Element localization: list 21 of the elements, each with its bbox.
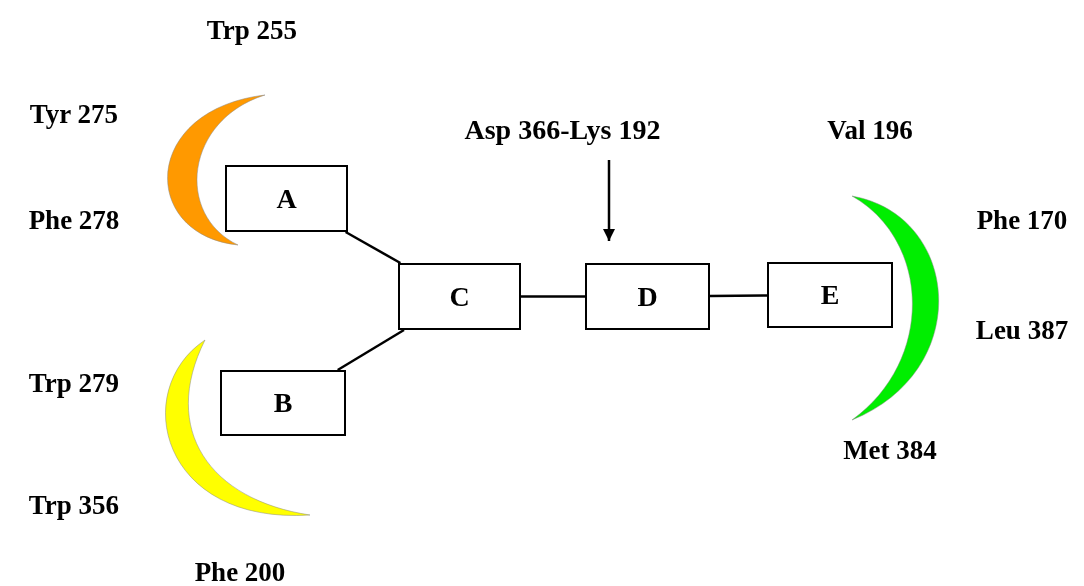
connector-line — [710, 294, 767, 298]
connector-line — [521, 295, 585, 298]
connector-line — [337, 328, 405, 372]
label-box: D — [585, 263, 710, 330]
label-box: E — [767, 262, 893, 328]
site-label: Asp 366-Lys 192 — [430, 110, 695, 150]
residue-label: Trp 279 — [28, 367, 120, 399]
residue-label: Tyr 275 — [29, 98, 119, 130]
connector-line — [345, 230, 401, 265]
residue-label: Val 196 — [827, 114, 913, 146]
label-box: B — [220, 370, 346, 436]
residue-label: Met 384 — [843, 434, 937, 466]
residue-label: Phe 200 — [194, 556, 286, 586]
residue-label: Phe 170 — [976, 204, 1068, 236]
residue-label: Leu 387 — [975, 314, 1069, 346]
residue-label: Trp 356 — [28, 489, 120, 521]
label-box: A — [225, 165, 348, 232]
residue-label: Trp 255 — [206, 14, 298, 46]
arrow — [602, 160, 616, 241]
residue-label: Phe 278 — [28, 204, 120, 236]
label-box: C — [398, 263, 521, 330]
